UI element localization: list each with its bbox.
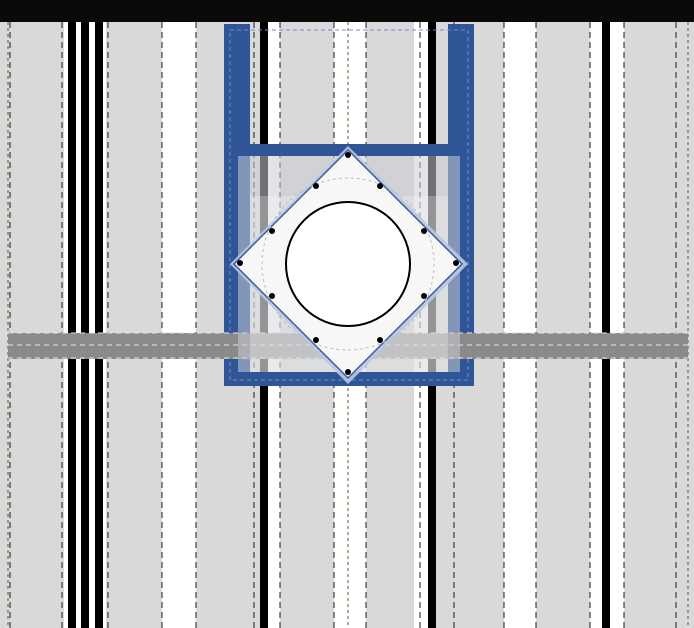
dot-marker-icon [269,293,275,299]
dashed-inner-circle [261,177,435,351]
circle-ring-icon [285,201,411,327]
white-diamond-icon [230,146,468,384]
dot-marker-icon [377,337,383,343]
white-stripe [162,22,196,628]
top-bar [0,0,694,22]
dot-marker-icon [377,183,383,189]
top-bar-fill [0,0,694,22]
black-stripe [68,22,76,628]
dot-marker-icon [313,183,319,189]
dot-marker-icon [421,228,427,234]
dot-marker-icon [269,228,275,234]
dot-marker-icon [345,152,351,158]
black-stripe [95,22,103,628]
white-stripe [504,22,536,628]
dot-marker-icon [421,293,427,299]
black-stripe [81,22,89,628]
dot-marker-icon [345,369,351,375]
dot-marker-icon [237,260,243,266]
dot-marker-icon [453,260,459,266]
dot-marker-icon [313,337,319,343]
black-stripe [602,22,610,628]
diamond-dots [237,152,459,375]
